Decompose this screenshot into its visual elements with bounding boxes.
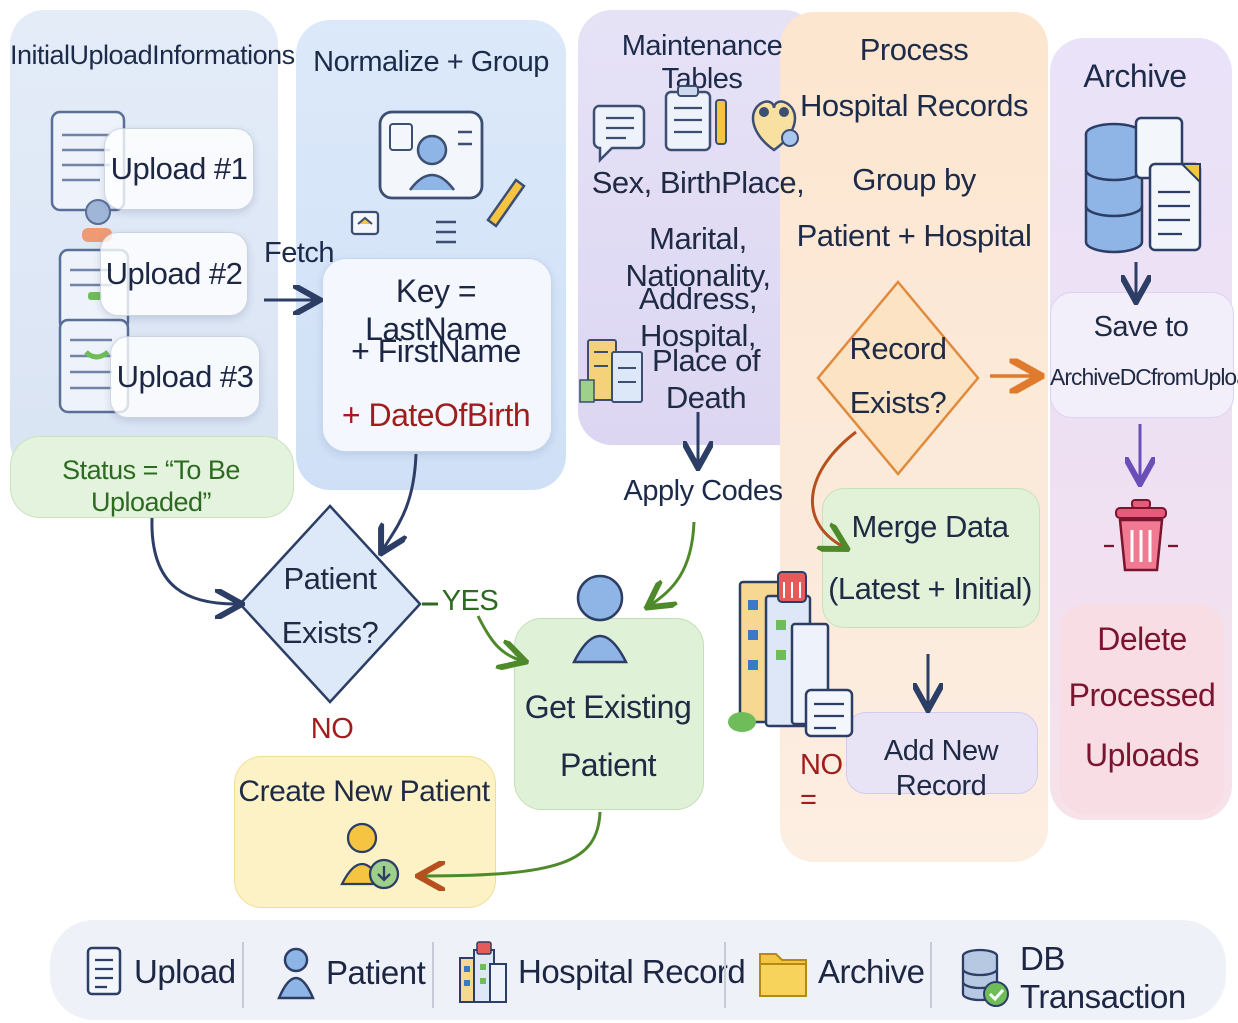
status-text: Status = “To Be Uploaded” (62, 455, 240, 518)
fetch-label: Fetch (264, 237, 335, 269)
id-card-icon (378, 110, 484, 200)
legend-divider (724, 942, 726, 1008)
heart-location-icon (751, 100, 799, 152)
legend-db-transaction-label: DB Transaction (1020, 940, 1186, 1015)
patient-no-label: NO (310, 713, 354, 745)
clipboard-icon (664, 85, 727, 152)
legend-patient-label: Patient (326, 954, 426, 991)
delete-uploads-box (1060, 604, 1224, 814)
add-new-record-label: Add New Record (883, 735, 999, 802)
normalize-title: Normalize + Group (313, 46, 549, 78)
maintenance-line-2: Marital, Nationality, (625, 221, 771, 294)
apply-codes-label: Apply Codes (623, 475, 783, 507)
upload-chip-2: Upload #2 (100, 232, 248, 316)
yes-arrow (476, 615, 520, 660)
legend-hospital-record-label: Hospital Record (518, 953, 746, 990)
legend-upload-label: Upload (134, 953, 236, 990)
building-icon (459, 941, 507, 1003)
legend-archive: Archive (758, 944, 925, 1000)
save-to-line2: ArchiveDCfromUpload (1050, 364, 1238, 390)
maintenance-line-3: Address, Hospital, (638, 281, 758, 354)
process-title-line1: Process (859, 32, 969, 67)
maintenance-title: Maintenance Tables (621, 30, 783, 96)
create-new-patient-label: Create New Patient (238, 775, 490, 808)
key-to-decision-arrow (384, 453, 418, 548)
document-icon (86, 946, 122, 996)
merge-data-line1: Merge Data (851, 509, 1009, 544)
trash-can-icon (1104, 499, 1178, 572)
record-exists-line1: Record (849, 331, 947, 366)
legend-divider (432, 942, 434, 1008)
save-to-line1: Save to (1093, 311, 1189, 343)
record-to-merge-arrow (811, 430, 857, 546)
legend-upload: Upload (86, 946, 236, 998)
patient-exists-diamond (238, 504, 422, 704)
add-person-icon (340, 822, 400, 890)
group-by-line2: Patient + Hospital (796, 218, 1032, 253)
delete-line3: Uploads (1085, 737, 1199, 773)
legend-archive-label: Archive (818, 953, 925, 990)
upload-tray-icon (350, 210, 380, 236)
patient-exists-line2: Exists? (281, 615, 379, 650)
hospital-building-icon (728, 571, 854, 738)
database-icon (1084, 122, 1144, 254)
legend-divider (242, 942, 244, 1008)
maintenance-line-1: Sex, BirthPlace, (591, 165, 805, 200)
pencil-icon (436, 178, 526, 244)
process-title-line2: Hospital Records (799, 88, 1029, 123)
record-exists-line2: Exists? (849, 385, 947, 420)
save-to-archive-box (1050, 292, 1234, 418)
legend-bar (50, 920, 1226, 1020)
legend-divider (930, 942, 932, 1008)
legend-hospital-record: Hospital Record (458, 940, 746, 1004)
patient-exists-line1: Patient (283, 561, 377, 596)
folder-icon (759, 953, 807, 997)
archive-documents-icon (1134, 116, 1202, 252)
add-new-record-box (846, 712, 1038, 794)
hospital-building-icon (579, 339, 643, 403)
status-badge (10, 436, 294, 518)
initial-upload-title: InitialUploadInformations (10, 40, 295, 70)
apply-codes-arrow (652, 521, 696, 604)
key-line-firstname: + FirstName (351, 333, 521, 369)
archive-title: Archive (1083, 58, 1187, 94)
existing-to-create-arrow (424, 811, 602, 876)
maintenance-line-4: Place of Death (651, 343, 761, 416)
patient-yes-label: YES (441, 585, 499, 617)
database-check-icon (961, 948, 1009, 1007)
person-icon (277, 947, 315, 1000)
chat-bubble-icon (592, 104, 646, 164)
legend-db-transaction: DB Transaction (960, 940, 1238, 1016)
legend-patient: Patient (276, 946, 426, 1000)
merge-data-box (822, 488, 1040, 628)
get-existing-line1: Get Existing (524, 689, 692, 725)
patient-person-icon (571, 574, 629, 664)
status-to-decision-arrow (150, 517, 236, 604)
group-by-line1: Group by (852, 162, 976, 197)
key-line-lastname: Key = LastName (365, 273, 507, 348)
delete-line1: Delete (1097, 621, 1187, 657)
upload-chip-3: Upload #3 (110, 336, 260, 418)
key-line-dateofbirth: + DateOfBirth (341, 397, 531, 433)
upload-chip-1: Upload #1 (104, 128, 254, 210)
delete-line2: Processed (1068, 677, 1216, 713)
record-no-label: NO = (800, 749, 843, 816)
record-exists-diamond (816, 280, 980, 476)
get-existing-line2: Patient (559, 747, 657, 783)
merge-data-line2: (Latest + Initial) (828, 571, 1032, 606)
key-box (322, 258, 552, 452)
